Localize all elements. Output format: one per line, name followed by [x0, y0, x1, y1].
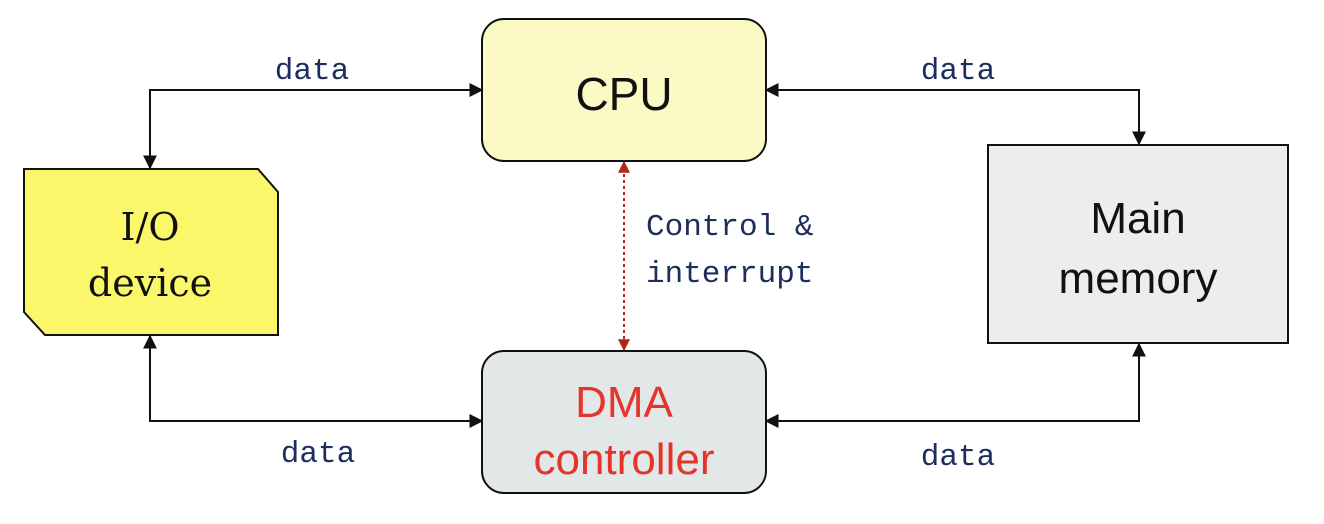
cpu-memory-data-arrow — [764, 83, 1146, 146]
io-device-label-line1: I/O — [121, 205, 180, 249]
dma-memory-data-arrow — [764, 342, 1146, 428]
io-dma-data-label: data — [281, 437, 355, 472]
cpu-node: CPU — [481, 18, 767, 162]
io-device-label-line2: device — [88, 261, 212, 305]
cpu-label: CPU — [575, 68, 672, 120]
cpu-memory-data-label: data — [921, 54, 995, 89]
io-cpu-data-label: data — [275, 54, 349, 89]
dma-controller-label-line2: controller — [534, 435, 715, 484]
dma-controller-node: DMA controller — [481, 350, 767, 494]
main-memory-node: Main memory — [987, 144, 1289, 344]
io-dma-data-arrow — [143, 334, 484, 428]
control-interrupt-label-line1: Control & — [646, 210, 813, 245]
control-interrupt-label-line2: interrupt — [646, 257, 813, 292]
io-cpu-data-arrow — [143, 83, 484, 170]
io-device-node: I/O device — [23, 168, 279, 336]
main-memory-label-line2: memory — [1059, 254, 1218, 303]
dma-controller-label-line1: DMA — [575, 378, 673, 427]
main-memory-label-line1: Main — [1090, 194, 1185, 243]
dma-memory-data-label: data — [921, 440, 995, 475]
